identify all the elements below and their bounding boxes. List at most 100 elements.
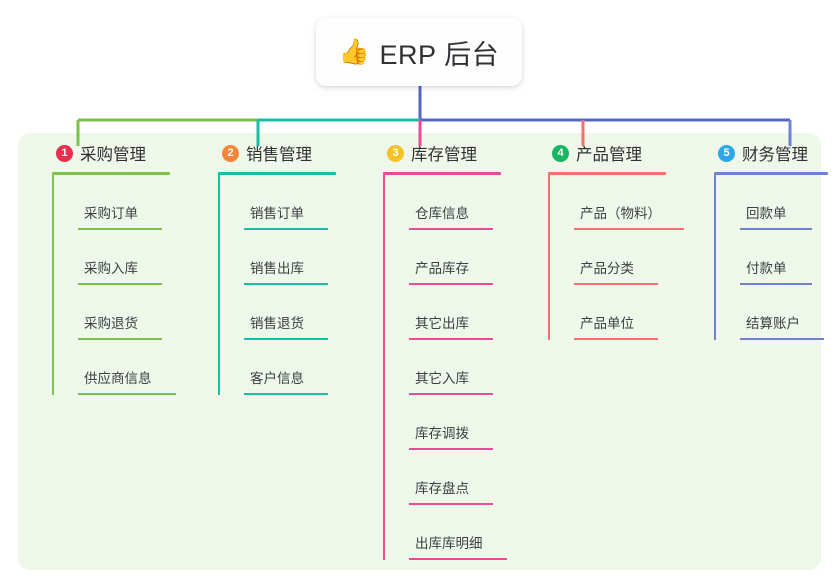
leaf-label: 产品（物料）: [580, 206, 661, 221]
leaf-label: 采购订单: [84, 206, 138, 221]
column-items: 销售订单销售出库销售退货客户信息: [218, 175, 336, 395]
leaf-label: 出库库明细: [415, 536, 483, 551]
column-items: 回款单付款单结算账户: [714, 175, 828, 340]
leaf-label: 产品单位: [580, 316, 634, 331]
leaf-item[interactable]: 采购订单: [78, 175, 170, 230]
leaf-item[interactable]: 销售出库: [244, 230, 336, 285]
root-title: ERP 后台: [379, 39, 500, 70]
root-label: 👍 ERP 后台: [339, 33, 499, 72]
leaf-label: 客户信息: [250, 371, 304, 386]
column-badge-icon: 2: [222, 144, 239, 162]
leaf-rule: [409, 448, 493, 450]
column-财务管理: 5 财务管理回款单付款单结算账户: [692, 140, 828, 340]
column-badge-icon: 1: [56, 144, 73, 162]
leaf-label: 销售出库: [250, 261, 304, 276]
column-header-3[interactable]: 3 库存管理: [361, 140, 501, 166]
leaf-rule: [409, 283, 493, 285]
leaf-item[interactable]: 产品单位: [574, 285, 666, 340]
leaf-rule: [244, 283, 328, 285]
leaf-item[interactable]: 销售订单: [244, 175, 336, 230]
leaf-item[interactable]: 产品（物料）: [574, 175, 684, 230]
leaf-item[interactable]: 采购入库: [78, 230, 170, 285]
column-header-2[interactable]: 2 销售管理: [196, 140, 336, 166]
leaf-label: 结算账户: [746, 316, 800, 331]
leaf-rule: [740, 283, 812, 285]
leaf-rule: [244, 228, 328, 230]
leaf-item[interactable]: 产品库存: [409, 230, 501, 285]
column-badge-icon: 5: [718, 144, 735, 162]
leaf-rule: [78, 228, 162, 230]
column-trunk-line: [52, 175, 54, 395]
leaf-label: 采购入库: [84, 261, 138, 276]
column-trunk-line: [548, 175, 550, 340]
column-rule: [548, 172, 666, 175]
leaf-label: 产品库存: [415, 261, 469, 276]
column-采购管理: 1 采购管理采购订单采购入库采购退货供应商信息: [30, 140, 176, 395]
column-trunk-line: [218, 175, 220, 395]
column-rule: [218, 172, 336, 175]
column-items: 仓库信息产品库存其它出库其它入库库存调拨库存盘点出库库明细: [383, 175, 507, 560]
leaf-label: 销售退货: [250, 316, 304, 331]
column-trunk-line: [383, 175, 385, 560]
leaf-item[interactable]: 其它出库: [409, 285, 501, 340]
column-rule: [52, 172, 170, 175]
leaf-rule: [574, 228, 684, 230]
leaf-item[interactable]: 产品分类: [574, 230, 666, 285]
column-销售管理: 2 销售管理销售订单销售出库销售退货客户信息: [196, 140, 336, 395]
column-rule: [383, 172, 501, 175]
column-title: 财务管理: [742, 146, 808, 164]
column-items: 产品（物料） 产品分类产品单位: [548, 175, 684, 340]
leaf-rule: [409, 393, 493, 395]
column-items: 采购订单采购入库采购退货供应商信息: [52, 175, 176, 395]
column-title: 库存管理: [411, 146, 477, 164]
leaf-rule: [78, 283, 162, 285]
leaf-rule: [409, 338, 493, 340]
column-库存管理: 3 库存管理仓库信息产品库存其它出库其它入库库存调拨库存盘点出库库明细: [361, 140, 507, 560]
leaf-item[interactable]: 采购退货: [78, 285, 170, 340]
column-badge-icon: 4: [552, 144, 569, 162]
leaf-rule: [409, 503, 493, 505]
column-header-1[interactable]: 1 采购管理: [30, 140, 170, 166]
leaf-rule: [78, 393, 176, 395]
leaf-label: 库存调拨: [415, 426, 469, 441]
leaf-item[interactable]: 回款单: [740, 175, 828, 230]
leaf-label: 其它入库: [415, 371, 469, 386]
leaf-label: 产品分类: [580, 261, 634, 276]
leaf-item[interactable]: 库存调拨: [409, 395, 501, 450]
leaf-rule: [409, 558, 507, 560]
leaf-item[interactable]: 结算账户: [740, 285, 828, 340]
leaf-label: 回款单: [746, 206, 787, 221]
column-header-5[interactable]: 5 财务管理: [692, 140, 828, 166]
leaf-label: 其它出库: [415, 316, 469, 331]
leaf-rule: [244, 393, 328, 395]
root-node[interactable]: 👍 ERP 后台: [316, 18, 522, 86]
leaf-label: 采购退货: [84, 316, 138, 331]
column-trunk-line: [714, 175, 716, 340]
leaf-rule: [740, 338, 824, 340]
leaf-rule: [244, 338, 328, 340]
leaf-rule: [409, 228, 493, 230]
leaf-item[interactable]: 出库库明细: [409, 505, 507, 560]
leaf-label: 库存盘点: [415, 481, 469, 496]
leaf-item[interactable]: 客户信息: [244, 340, 336, 395]
leaf-item[interactable]: 其它入库: [409, 340, 501, 395]
leaf-item[interactable]: 供应商信息: [78, 340, 176, 395]
column-badge-icon: 3: [387, 144, 404, 162]
leaf-rule: [574, 338, 658, 340]
leaf-item[interactable]: 销售退货: [244, 285, 336, 340]
leaf-rule: [574, 283, 658, 285]
leaf-label: 仓库信息: [415, 206, 469, 221]
leaf-item[interactable]: 付款单: [740, 230, 828, 285]
leaf-label: 供应商信息: [84, 371, 152, 386]
column-rule: [714, 172, 828, 175]
leaf-rule: [78, 338, 162, 340]
leaf-rule: [740, 228, 812, 230]
column-title: 销售管理: [246, 146, 312, 164]
column-title: 采购管理: [80, 146, 146, 164]
leaf-item[interactable]: 库存盘点: [409, 450, 501, 505]
leaf-item[interactable]: 仓库信息: [409, 175, 501, 230]
thumbs-up-icon: 👍: [338, 37, 371, 66]
